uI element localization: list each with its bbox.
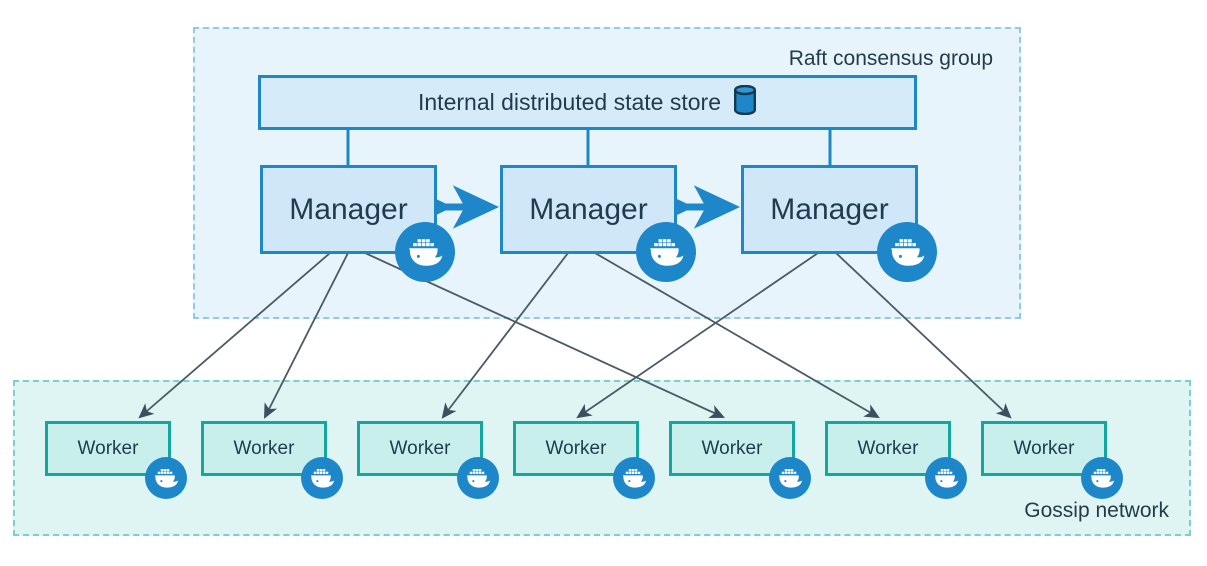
worker-node-7[interactable]: Worker (981, 421, 1107, 476)
worker-node-6[interactable]: Worker (825, 421, 951, 476)
docker-whale-icon (301, 457, 343, 499)
docker-whale-icon (925, 457, 967, 499)
worker-node-6-label: Worker (857, 437, 919, 459)
docker-whale-icon (395, 222, 455, 282)
manager-node-2[interactable]: Manager (500, 165, 677, 254)
docker-whale-icon (145, 457, 187, 499)
raft-consensus-group-label: Raft consensus group (788, 47, 993, 70)
worker-node-7-label: Worker (1013, 437, 1075, 459)
worker-node-5-label: Worker (701, 437, 763, 459)
docker-whale-icon (613, 457, 655, 499)
internal-state-store-label: Internal distributed state store (418, 89, 721, 115)
docker-whale-icon (636, 222, 696, 282)
manager-node-2-label: Manager (529, 192, 648, 226)
docker-whale-icon (877, 222, 937, 282)
gossip-network-label: Gossip network (1024, 499, 1169, 522)
internal-state-store-box[interactable]: Internal distributed state store (258, 75, 917, 130)
docker-whale-icon (1081, 457, 1123, 499)
docker-whale-icon (769, 457, 811, 499)
manager-node-3-label: Manager (770, 192, 889, 226)
manager-node-3[interactable]: Manager (741, 165, 918, 254)
worker-node-4-label: Worker (545, 437, 607, 459)
manager-node-1[interactable]: Manager (260, 165, 437, 254)
worker-node-4[interactable]: Worker (513, 421, 639, 476)
docker-whale-icon (457, 457, 499, 499)
worker-node-2-label: Worker (233, 437, 295, 459)
manager-node-1-label: Manager (289, 192, 408, 226)
worker-node-3-label: Worker (389, 437, 451, 459)
database-cylinder-icon (733, 84, 757, 121)
worker-node-1-label: Worker (77, 437, 139, 459)
